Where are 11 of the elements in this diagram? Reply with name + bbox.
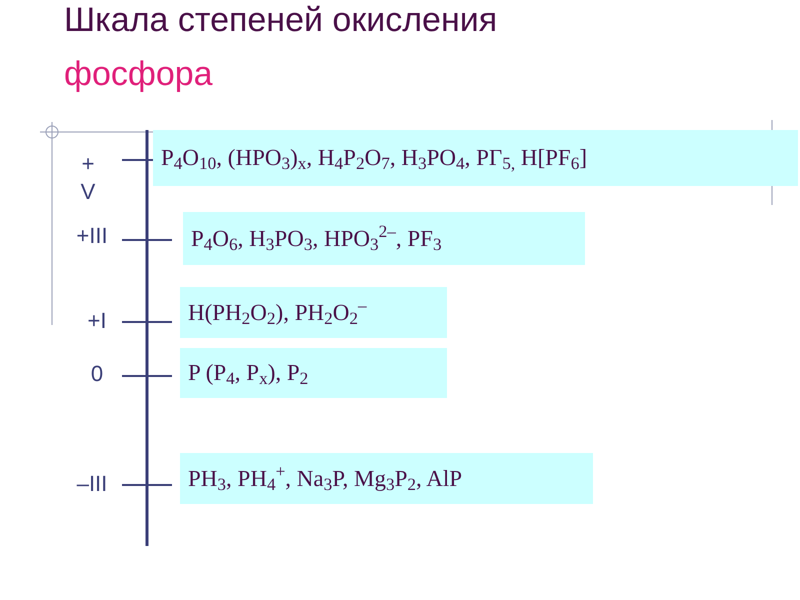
oxidation-state: + V xyxy=(80,150,96,206)
formula-box: PH$_{3}$, PH$_{4}$$^{+}$, Na$_{3}$P, Mg$_{3}$P$_{2}$, AlP xyxy=(180,453,593,504)
formula-box: P$_{4}$O$_{6}$, H$_{3}$PO$_{3}$, HPO$_{3}$$^{2–}$, PF$_{3}$ xyxy=(183,212,585,265)
formula-box: P$_{4}$O$_{10}$, (HPO$_{3}$)$_{x}$, H$_{4}$P$_{2}$O$_{7}$, H$_{3}$PO$_{4}$, PГ$_{5,}$ H[PF$_{6}$] xyxy=(153,130,798,186)
oxidation-state: –III xyxy=(76,470,108,498)
oxidation-state: 0 xyxy=(90,360,104,388)
formula-box: P (P$_{4}$, P$_{x}$), P$_{2}$ xyxy=(180,348,447,398)
title-subject: фосфора xyxy=(64,54,213,94)
oxidation-state: +III xyxy=(75,222,109,250)
oxidation-state: +I xyxy=(86,307,108,335)
title: Шкала степеней окисления xyxy=(64,0,498,40)
